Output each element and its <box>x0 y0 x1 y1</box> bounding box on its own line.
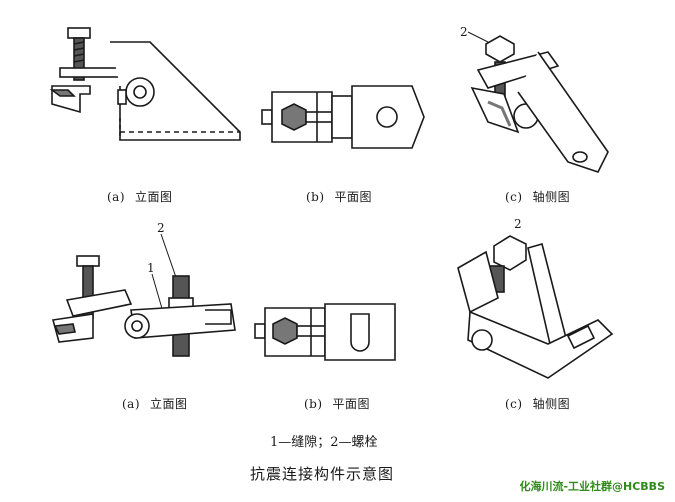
row2-elevation-callout-1: 1 <box>147 261 155 275</box>
row2-plan-label: 平面图 <box>332 397 371 411</box>
row1-plan-label: 平面图 <box>334 190 373 204</box>
row2-plan-caption: (b) 平面图 <box>304 395 370 412</box>
row2-isometric-tag: (c) <box>505 397 523 411</box>
row2-plan-drawing <box>254 302 405 362</box>
row1-elevation-label: 立面图 <box>135 190 173 204</box>
row2-elevation-tag: (a) <box>122 397 141 411</box>
row2-isometric-drawing: 2 <box>448 208 618 388</box>
row1-plan-drawing <box>261 82 427 152</box>
figure-title: 抗震连接构件示意图 <box>250 465 395 483</box>
row1-isometric-drawing: 2 <box>458 22 618 182</box>
row2-isometric-callout: 2 <box>514 217 522 231</box>
row2-elevation-callout-2: 2 <box>157 221 165 235</box>
row1-isometric-caption: (c) 轴侧图 <box>505 188 570 205</box>
row2-elevation-label: 立面图 <box>150 397 188 411</box>
row1-plan-tag: (b) <box>306 190 325 204</box>
row1-elevation-caption: (a) 立面图 <box>107 188 173 205</box>
row2-isometric-caption: (c) 轴侧图 <box>505 395 570 412</box>
row2-elevation-drawing: 2 1 <box>45 220 245 370</box>
row1-elevation-drawing <box>49 22 250 147</box>
row1-plan-caption: (b) 平面图 <box>306 188 372 205</box>
row1-isometric-tag: (c) <box>505 190 523 204</box>
row1-isometric-callout: 2 <box>460 25 468 39</box>
row1-isometric-label: 轴侧图 <box>532 190 571 204</box>
row2-isometric-label: 轴侧图 <box>532 397 571 411</box>
row2-plan-tag: (b) <box>304 397 323 411</box>
row1-elevation-tag: (a) <box>107 190 126 204</box>
row2-elevation-caption: (a) 立面图 <box>122 395 188 412</box>
watermark: 化海川流-工业社群@HCBBS <box>519 480 665 493</box>
legend: 1—缝隙；2—螺栓 <box>270 435 378 450</box>
